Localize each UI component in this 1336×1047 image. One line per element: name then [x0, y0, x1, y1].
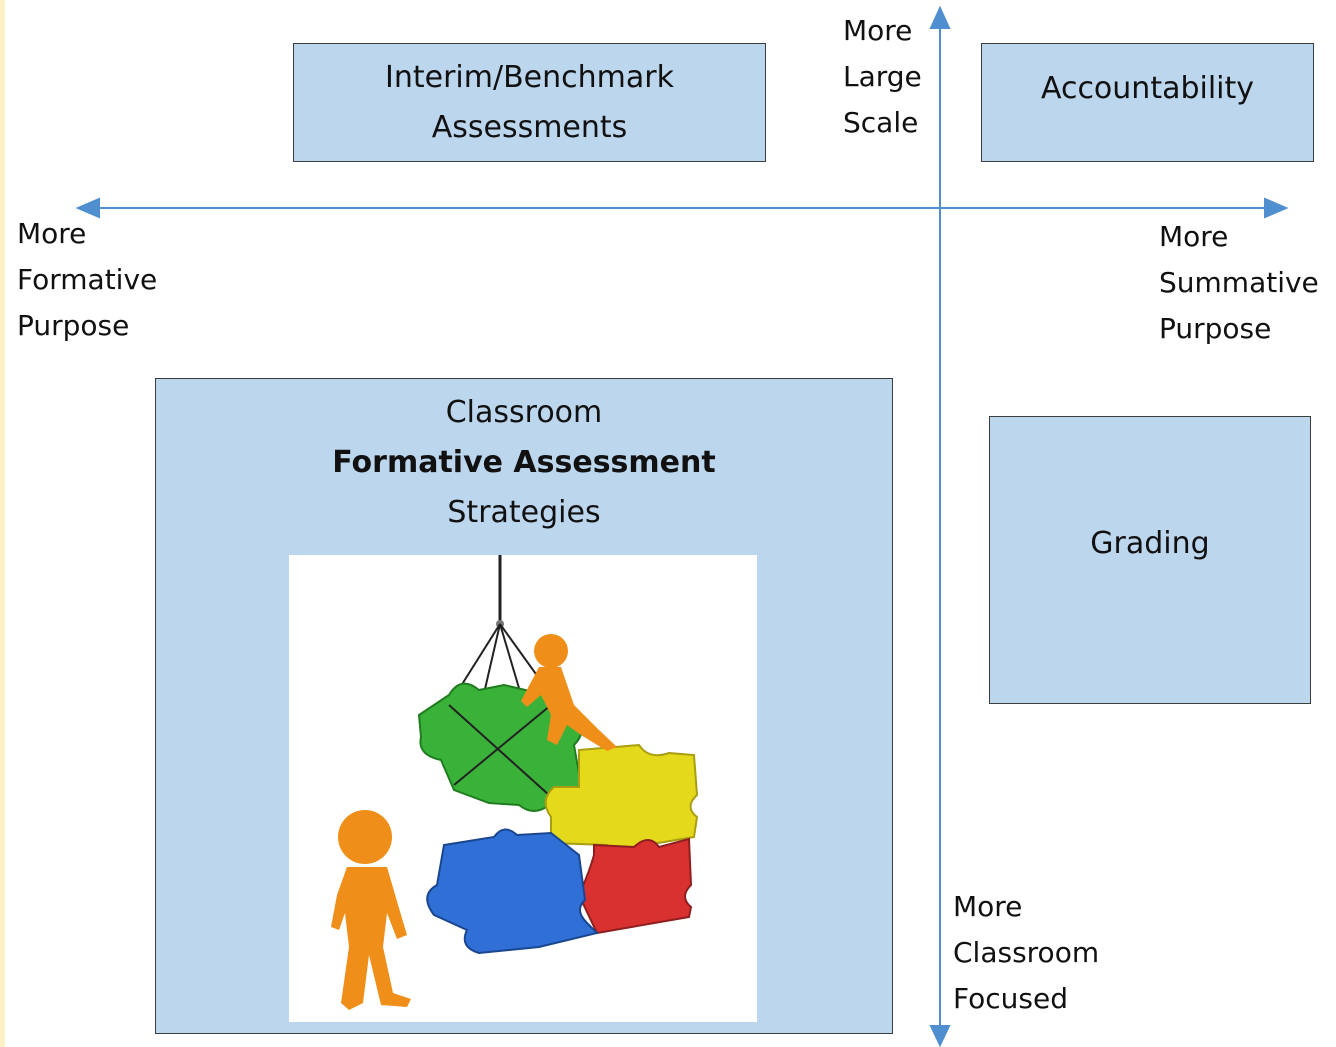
puzzle-teamwork-illustration — [289, 555, 757, 1022]
grading-box: Grading — [989, 416, 1311, 704]
right-axis-label-line3: Purpose — [1159, 312, 1272, 345]
bottom-axis-label-line2: Classroom — [953, 936, 1100, 969]
orange-figure-kneeling-icon — [521, 634, 617, 751]
classroom-label-line3: Strategies — [447, 495, 601, 530]
top-axis-label-line2: Large — [843, 60, 922, 93]
bottom-axis-label: More Classroom Focused — [953, 884, 1099, 1022]
top-axis-label: More Large Scale — [843, 8, 922, 146]
interim-label-line1: Interim/Benchmark — [385, 60, 674, 95]
blue-puzzle-piece-icon — [426, 828, 599, 955]
left-arrow-head — [75, 197, 100, 219]
classroom-label-line1: Classroom — [445, 395, 603, 430]
interim-benchmark-box: Interim/Benchmark Assessments — [293, 43, 766, 162]
top-axis-label-line1: More — [843, 14, 913, 47]
left-axis-label: More Formative Purpose — [17, 211, 157, 349]
interim-label-line2: Assessments — [431, 110, 628, 145]
left-axis-label-line2: Formative — [17, 263, 158, 296]
bottom-axis-label-line1: More — [953, 890, 1023, 923]
right-axis-label-line2: Summative — [1159, 266, 1319, 299]
top-axis-label-line3: Scale — [843, 106, 919, 139]
yellow-puzzle-piece-icon — [544, 743, 699, 854]
classroom-label-line2: Formative Assessment — [332, 445, 716, 480]
up-arrow-head — [929, 5, 951, 29]
bottom-axis-label-line3: Focused — [953, 982, 1068, 1015]
left-axis-label-line1: More — [17, 217, 87, 250]
accountability-label: Accountability — [1040, 71, 1255, 106]
right-axis-label-line1: More — [1159, 220, 1229, 253]
accountability-box: Accountability — [981, 43, 1314, 162]
orange-figure-standing-icon — [331, 810, 411, 1010]
grading-label: Grading — [1090, 526, 1210, 561]
page-edge-strip — [0, 0, 5, 1047]
right-axis-label: More Summative Purpose — [1159, 214, 1319, 352]
down-arrow-head — [929, 1025, 951, 1047]
right-arrow-head — [1264, 197, 1289, 219]
red-puzzle-piece-icon — [577, 837, 693, 935]
left-axis-label-line3: Purpose — [17, 309, 130, 342]
